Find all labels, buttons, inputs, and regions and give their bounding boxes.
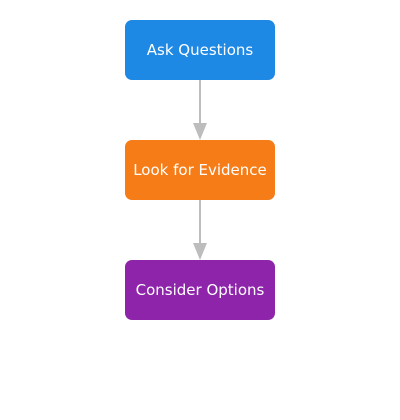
arrowhead-1-to-2 <box>193 123 207 140</box>
arrowhead-2-to-3 <box>193 243 207 260</box>
step-label: Look for Evidence <box>133 161 267 179</box>
step-label: Consider Options <box>135 281 265 299</box>
step-look-for-evidence: Look for Evidence <box>125 140 275 200</box>
step-label: Ask Questions <box>146 41 254 59</box>
step-ask-questions: Ask Questions <box>125 20 275 80</box>
step-consider-options: Consider Options <box>125 260 275 320</box>
